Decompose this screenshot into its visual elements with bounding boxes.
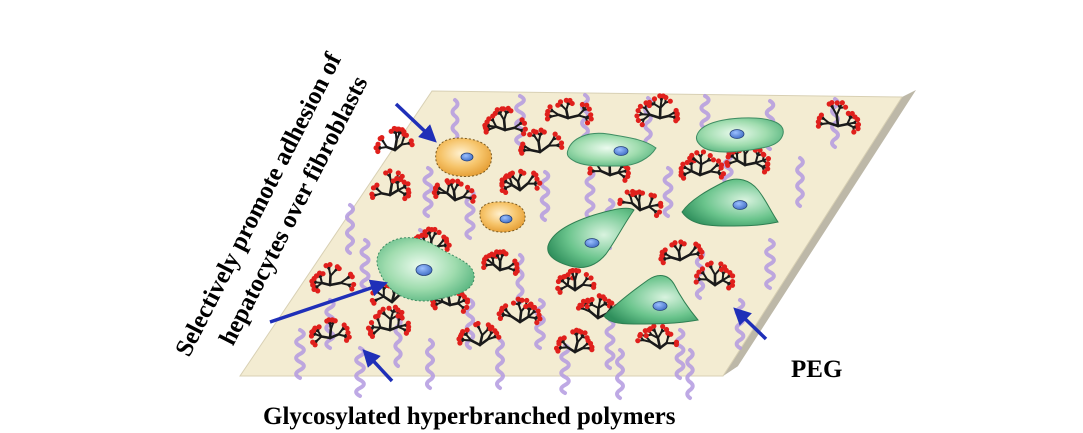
hyperbranched-polymer-icon — [635, 323, 680, 350]
hyperbranched-polymer-icon — [553, 327, 595, 354]
arrows-layer — [269, 102, 768, 383]
hyperbranched-polymer-icon — [365, 304, 412, 339]
hepatocyte-cell-icon — [435, 137, 493, 177]
peg-chain-icon — [662, 166, 674, 218]
pointer-arrow-icon — [733, 307, 768, 341]
hyperbranched-polymer-icon — [431, 178, 477, 204]
nucleus-icon — [415, 264, 433, 276]
peg-chain-icon — [354, 346, 366, 398]
fibroblast-cell-icon — [695, 117, 784, 153]
hyperbranched-polymer-icon — [369, 168, 412, 202]
hyperbranched-polymer-icon — [815, 100, 862, 135]
nucleus-icon — [732, 200, 748, 210]
peg-chain-icon — [294, 328, 306, 380]
fibroblast-cell-icon — [681, 178, 779, 227]
hyperbranched-polymer-icon — [456, 320, 502, 347]
peg-chain-icon — [422, 166, 434, 218]
nucleus-icon — [652, 301, 668, 311]
peg-chain-icon — [604, 318, 616, 370]
peg-chain-icon — [830, 97, 840, 149]
peg-chain-icon — [534, 298, 546, 350]
peg-chain-icon — [515, 253, 525, 305]
pointer-arrow-icon — [394, 102, 437, 143]
hyperbranched-polymer-icon — [373, 125, 415, 155]
peg-chain-icon — [584, 168, 596, 220]
peg-chain-icon — [685, 348, 695, 400]
peg-chain-icon — [674, 328, 686, 380]
peg-chain-icon — [495, 338, 505, 390]
pointer-arrow-icon — [362, 349, 394, 383]
peg-chain-icon — [559, 343, 571, 395]
bottom-label: Glycosylated hyperbranched polymers — [263, 403, 676, 430]
hyperbranched-polymer-icon — [658, 239, 705, 266]
hyperbranched-polymer-icon — [634, 93, 681, 128]
peg-chain-icon — [734, 298, 746, 350]
fibroblast-cell-icon — [603, 275, 699, 325]
peg-chain-icon — [764, 238, 776, 290]
hyperbranched-polymer-icon — [308, 317, 352, 348]
hyperbranched-polymer-icon — [482, 105, 528, 137]
pointer-arrow-icon — [269, 279, 388, 324]
cells-layer — [376, 117, 784, 325]
hyperbranched-polymer-icon — [496, 296, 543, 326]
hyperbranched-polymer-icon — [555, 267, 597, 295]
nucleus-icon — [460, 152, 474, 162]
fibroblast-cell-icon — [376, 237, 475, 302]
hyperbranched-polymer-icon — [693, 260, 736, 291]
peg-chain-icon — [615, 348, 625, 400]
peg-chain-icon — [424, 338, 436, 390]
hyperbranched-polymer-icon — [518, 127, 565, 156]
nucleus-icon — [584, 238, 600, 248]
polymer-layer — [308, 93, 862, 354]
hyperbranched-polymer-icon — [481, 249, 520, 276]
peg-chain-icon — [795, 156, 805, 208]
hyperbranched-polymer-icon — [617, 188, 664, 219]
hyperbranched-polymer-icon — [499, 168, 543, 196]
nucleus-icon — [613, 146, 629, 156]
hyperbranched-polymer-icon — [678, 149, 727, 181]
peg-label: PEG — [791, 356, 842, 383]
surface-edge-right — [723, 90, 916, 376]
peg-chain-icon — [539, 170, 551, 222]
hepatocyte-cell-icon — [479, 201, 526, 233]
peg-chain-icon — [344, 203, 356, 255]
peg-chain-icon — [359, 238, 371, 290]
fibroblast-cell-icon — [566, 132, 657, 167]
nucleus-icon — [729, 129, 745, 139]
hyperbranched-polymer-icon — [309, 261, 357, 294]
nucleus-icon — [499, 214, 513, 224]
fibroblast-cell-icon — [547, 207, 635, 268]
hyperbranched-polymer-icon — [544, 97, 594, 126]
